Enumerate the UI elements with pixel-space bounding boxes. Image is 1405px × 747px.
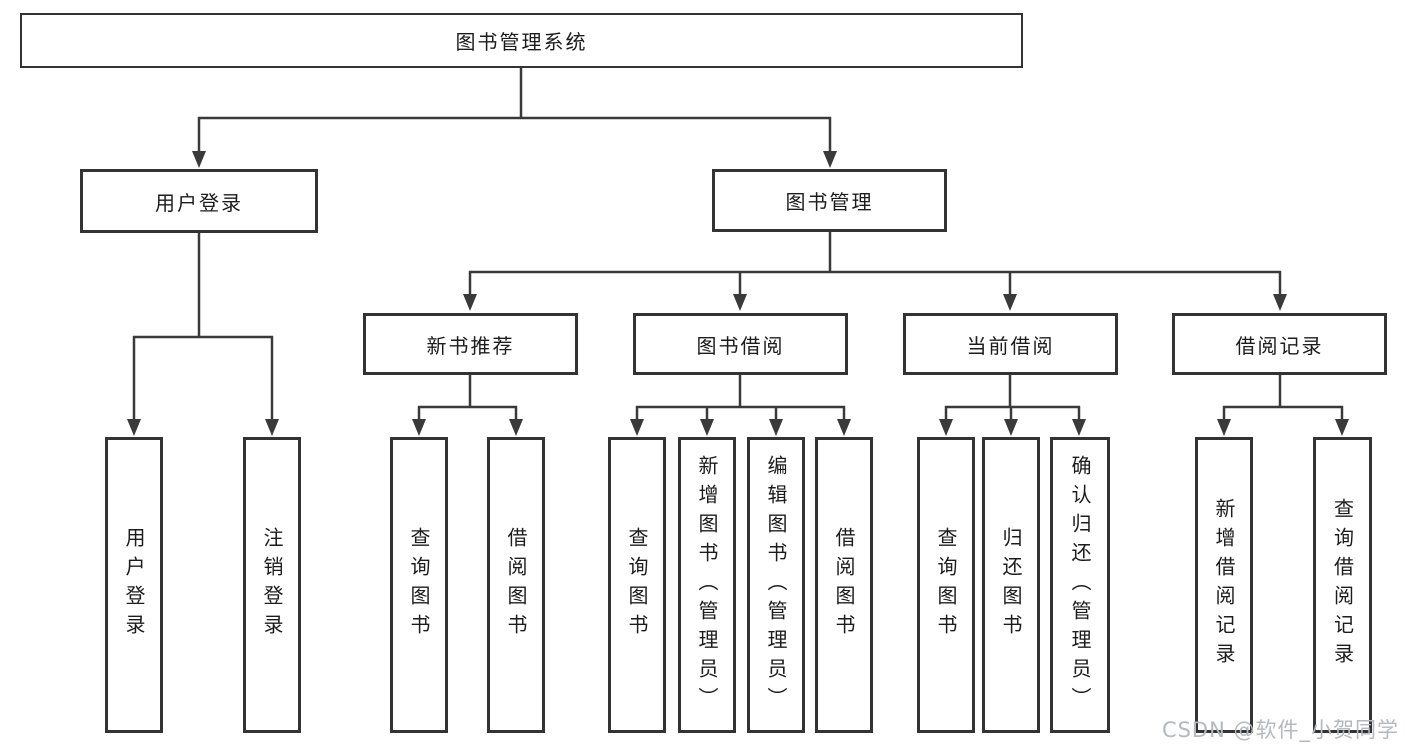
leaf-current-confirm-return-admin: 确认归还（管理员） xyxy=(1050,437,1110,733)
leaf-current-query-book: 查询图书 xyxy=(917,437,975,733)
edge-new-book-rec-to-leaves xyxy=(417,375,518,421)
edge-current-borrow-to-leaves xyxy=(944,375,1081,421)
leaf-borrow-borrow-book: 借阅图书 xyxy=(815,437,873,733)
leaf-borrow-add-book-admin: 新增图书（管理员） xyxy=(678,437,736,733)
edge-book-borrow-to-leaves xyxy=(635,375,846,421)
node-book-management: 图书管理 xyxy=(712,169,947,232)
node-new-book-recommendation: 新书推荐 xyxy=(363,313,578,375)
csdn-watermark: CSDN @软件_小贺同学 xyxy=(1161,718,1399,742)
edge-user-login-to-leaves xyxy=(132,232,274,421)
node-root-library-system: 图书管理系统 xyxy=(20,13,1023,68)
node-user-login: 用户登录 xyxy=(80,169,318,233)
leaf-current-return-book: 归还图书 xyxy=(982,437,1040,733)
edge-book-mgmt-to-level2 xyxy=(468,232,1282,297)
node-current-borrowing: 当前借阅 xyxy=(903,313,1118,375)
node-borrowing-records: 借阅记录 xyxy=(1172,313,1387,375)
edge-borrow-records-to-leaves xyxy=(1222,375,1344,421)
leaf-records-add: 新增借阅记录 xyxy=(1195,437,1253,733)
leaf-user-login: 用户登录 xyxy=(105,437,163,733)
leaf-rec-query-book: 查询图书 xyxy=(390,437,448,733)
leaf-borrow-query-book: 查询图书 xyxy=(608,437,666,733)
node-book-borrowing: 图书借阅 xyxy=(633,313,848,375)
leaf-records-query: 查询借阅记录 xyxy=(1313,437,1372,733)
leaf-rec-borrow-book: 借阅图书 xyxy=(487,437,545,733)
leaf-logout: 注销登录 xyxy=(243,437,301,733)
edge-root-to-level1 xyxy=(197,68,832,153)
leaf-borrow-edit-book-admin: 编辑图书（管理员） xyxy=(747,437,805,733)
